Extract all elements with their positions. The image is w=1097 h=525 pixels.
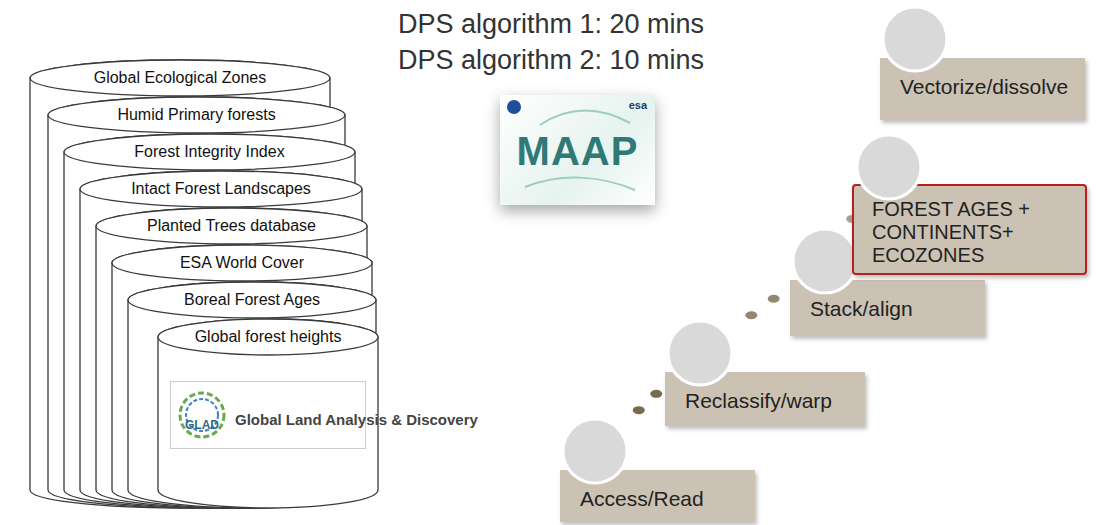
cylinder-top [30, 60, 330, 96]
dataset-name: Intact Forest Landscapes [80, 171, 362, 199]
cylinder-top [112, 245, 372, 281]
dataset-name: Global forest heights [158, 319, 378, 347]
logo-box: GLADGlobal Land Analysis & Discovery [170, 381, 366, 449]
step-circle [560, 416, 630, 486]
step-circle-fill [883, 7, 947, 71]
dataset-name: Humid Primary forests [48, 97, 345, 125]
agency-logo [507, 100, 521, 114]
step-circle-fill [793, 229, 857, 293]
dataset-name: Forest Integrity Index [64, 134, 355, 162]
platform-card: MAAP esa [500, 95, 655, 205]
process-step: FOREST AGES + CONTINENTS+ ECOZONES [852, 184, 1087, 275]
cylinder-top [64, 134, 355, 170]
step-label: FOREST AGES + CONTINENTS+ ECOZONES [872, 198, 1042, 267]
step-circle-fill [668, 321, 732, 385]
title-label: DPS algorithm 1: 20 mins [398, 8, 704, 40]
cylinder-top [158, 319, 378, 355]
logo-name: Global Land Analysis & Discovery [235, 402, 478, 429]
logo-text: GLAD [177, 407, 227, 435]
card-swoosh [540, 111, 630, 126]
cylinder-top [48, 97, 345, 133]
step-circle-fill [857, 135, 921, 199]
step-circle [854, 132, 924, 202]
connector-dot [768, 295, 780, 303]
step-circle [880, 4, 950, 74]
step-label: Access/Read [580, 486, 704, 511]
process-step: Reclassify/warp [665, 372, 865, 426]
process-step: Stack/align [790, 280, 985, 336]
dataset-name: ESA World Cover [112, 245, 372, 273]
logo-mark: GLAD [177, 390, 227, 440]
process-step: Access/Read [560, 470, 755, 522]
dataset-name: Planted Trees database [96, 208, 367, 236]
database-cylinder: Global forest heightsGLADGlobal Land Ana… [158, 319, 378, 508]
connector-dot [745, 311, 757, 319]
process-step: Vectorize/dissolve [880, 58, 1085, 120]
step-label: Stack/align [810, 296, 913, 321]
step-label: Reclassify/warp [685, 388, 832, 413]
dataset-name: Boreal Forest Ages [128, 282, 376, 310]
dataset-name: Global Ecological Zones [30, 60, 330, 88]
agency-name: esa [629, 99, 647, 111]
step-circle [665, 318, 735, 388]
platform-name: MAAP [500, 129, 655, 174]
cylinder-top [128, 282, 376, 318]
connector-dot [650, 390, 662, 398]
cylinder-top [80, 171, 362, 207]
logo-ring [177, 390, 227, 440]
connector-dot [633, 406, 645, 414]
step-circle-fill [563, 419, 627, 483]
cylinder-top [96, 208, 367, 244]
title-label: DPS algorithm 2: 10 mins [398, 44, 704, 76]
card-swoosh [525, 178, 635, 190]
step-label: Vectorize/dissolve [900, 74, 1068, 99]
step-circle [790, 226, 860, 296]
